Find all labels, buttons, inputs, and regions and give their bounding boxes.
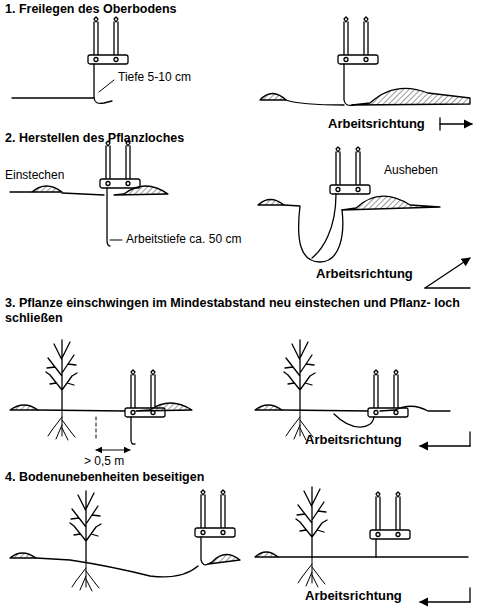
step-heading: 4. Bodenunebenheiten beseitigen <box>5 470 204 485</box>
direction-label: Arbeitsrichtung <box>305 588 402 603</box>
direction-label: Arbeitsrichtung <box>305 432 402 447</box>
step-heading: 3. Pflanze einschwingen im Mindestabstan… <box>5 296 473 326</box>
step-heading: 1. Freilegen des Oberbodens <box>5 2 177 17</box>
distance-label: > 0,5 m <box>84 454 124 469</box>
action-label: Ausheben <box>384 163 438 178</box>
depth-label: Tiefe 5-10 cm <box>118 70 191 85</box>
direction-label: Arbeitsrichtung <box>328 116 425 131</box>
direction-label: Arbeitsrichtung <box>316 266 413 281</box>
depth-label: Arbeitstiefe ca. 50 cm <box>126 232 241 247</box>
step-heading: 2. Herstellen des Pflanzloches <box>5 131 184 146</box>
action-label: Einstechen <box>5 168 64 183</box>
